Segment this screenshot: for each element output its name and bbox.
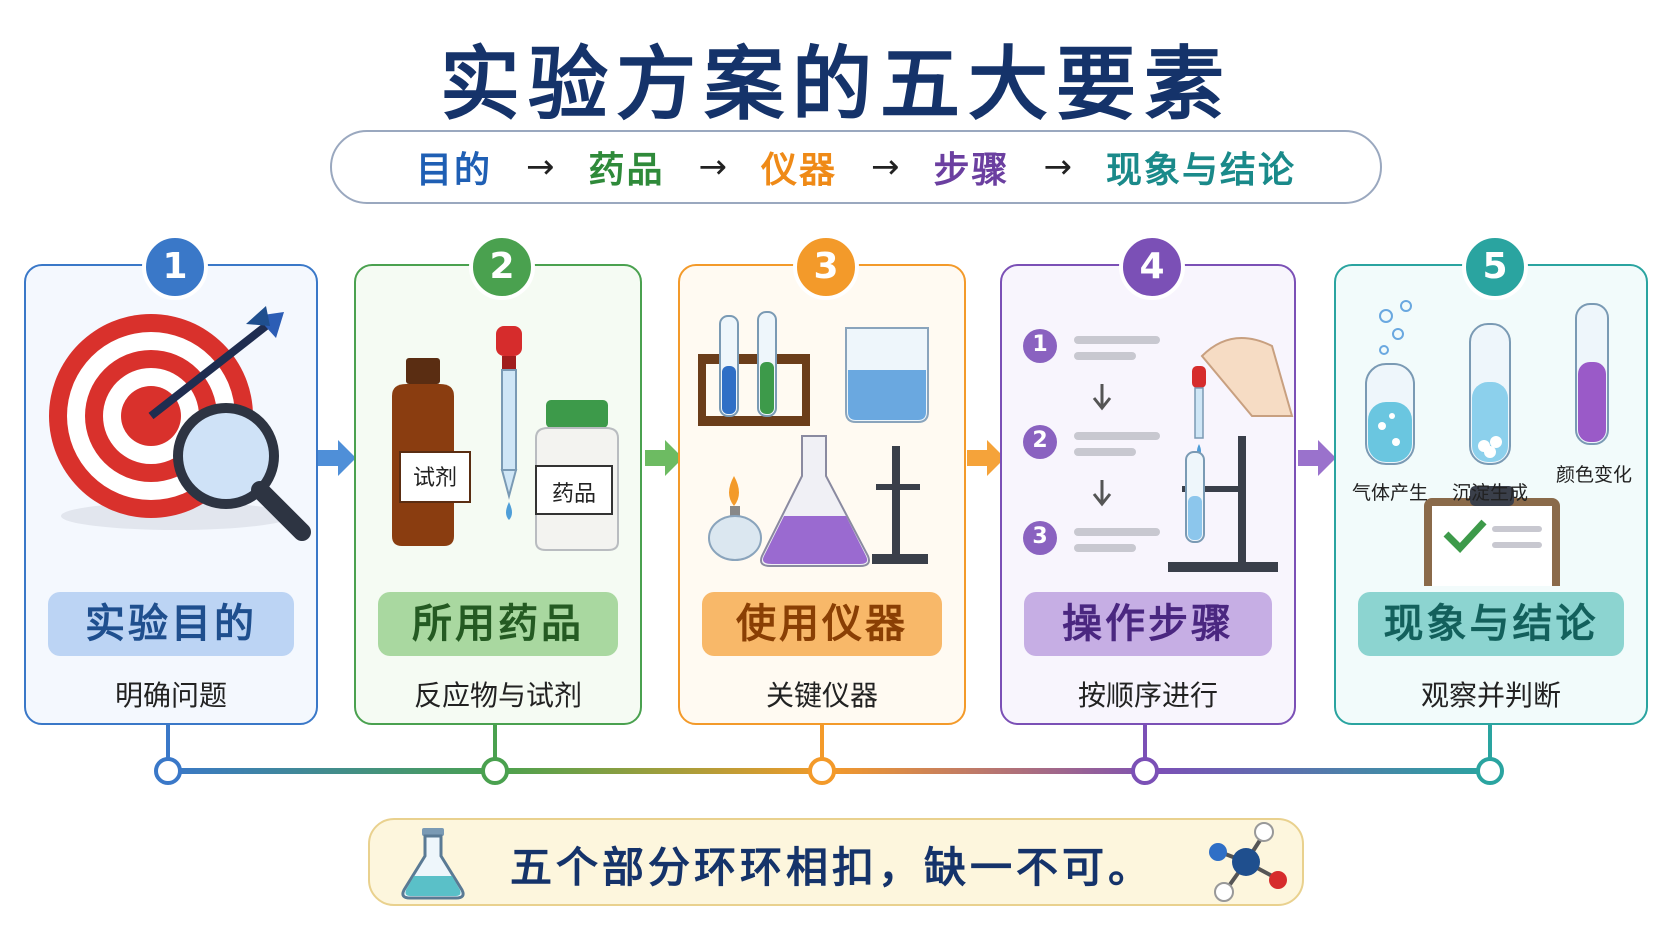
card-subtitle: 反应物与试剂 <box>413 679 582 712</box>
arrow-right-icon <box>967 440 1005 476</box>
flow-step-chemicals: 药品 <box>588 150 665 191</box>
flow-arrow: → <box>698 147 727 187</box>
step-number: 2 <box>1032 428 1048 453</box>
flow-step-instruments: 仪器 <box>760 150 837 191</box>
step-badge: 4 <box>1119 234 1185 300</box>
lab-instruments-icon <box>698 311 929 567</box>
step-badge: 3 <box>793 234 859 300</box>
observation-label-gas: 气体产生 <box>1351 482 1428 504</box>
step-badge: 1 <box>142 234 208 300</box>
card-title: 操作步骤 <box>1024 592 1272 656</box>
card-subtitle: 关键仪器 <box>765 679 878 712</box>
arrow-right-icon <box>645 440 683 476</box>
card-conclusion: 5 气体产生 沉淀生成 颜色变化 现象与结论 观察并判断 <box>1334 234 1648 725</box>
card-title: 使用仪器 <box>702 592 942 656</box>
flow-step-procedure: 步骤 <box>933 150 1010 191</box>
flow-banner: 目的 → 药品 → 仪器 → 步骤 → 现象与结论 <box>330 130 1382 204</box>
chemical-bottles-icon <box>392 326 619 551</box>
card-subtitle: 明确问题 <box>114 679 227 712</box>
timeline <box>154 724 1504 785</box>
flow-step-conclusion: 现象与结论 <box>1106 150 1297 191</box>
observation-icons <box>1365 300 1609 586</box>
summary-banner: 五个部分环环相扣，缺一不可。 <box>368 818 1304 906</box>
flask-icon <box>401 828 465 900</box>
flow-arrow: → <box>525 147 555 187</box>
card-title: 实验目的 <box>48 592 294 656</box>
card-purpose: 1 实验目的 明确问题 <box>24 234 318 725</box>
bottle-label-reagent: 试剂 <box>412 466 457 491</box>
procedure-steps-icon <box>1023 329 1294 572</box>
page-title: 实验方案的五大要素 <box>440 38 1232 131</box>
flow-step-purpose: 目的 <box>415 150 492 191</box>
card-instruments: 3 使用仪器 关键仪器 <box>678 234 966 725</box>
flow-arrow: → <box>1043 147 1073 187</box>
step-number: 1 <box>1032 332 1048 357</box>
observation-label-color: 颜色变化 <box>1555 464 1632 486</box>
summary-text: 五个部分环环相扣，缺一不可。 <box>510 843 1155 892</box>
arrow-right-icon <box>318 440 356 476</box>
observation-label-precipitate: 沉淀生成 <box>1451 482 1528 504</box>
card-subtitle: 观察并判断 <box>1420 679 1561 712</box>
bottle-label-chemical: 药品 <box>551 482 596 507</box>
step-badge: 2 <box>469 234 535 300</box>
card-title: 所用药品 <box>378 592 618 656</box>
card-subtitle: 按顺序进行 <box>1077 679 1218 712</box>
card-chemicals: 2 试剂 药品 所用药品 反应物与试剂 <box>354 234 642 725</box>
molecule-icon <box>1209 822 1287 902</box>
step-number: 3 <box>1032 524 1048 549</box>
card-title: 现象与结论 <box>1358 592 1624 656</box>
target-icon <box>49 306 311 541</box>
flow-arrow: → <box>871 147 900 187</box>
step-badge: 5 <box>1462 234 1528 300</box>
card-procedure: 4 1 2 3 操作步骤 按顺序进行 <box>1000 234 1296 725</box>
arrow-right-icon <box>1298 440 1336 476</box>
